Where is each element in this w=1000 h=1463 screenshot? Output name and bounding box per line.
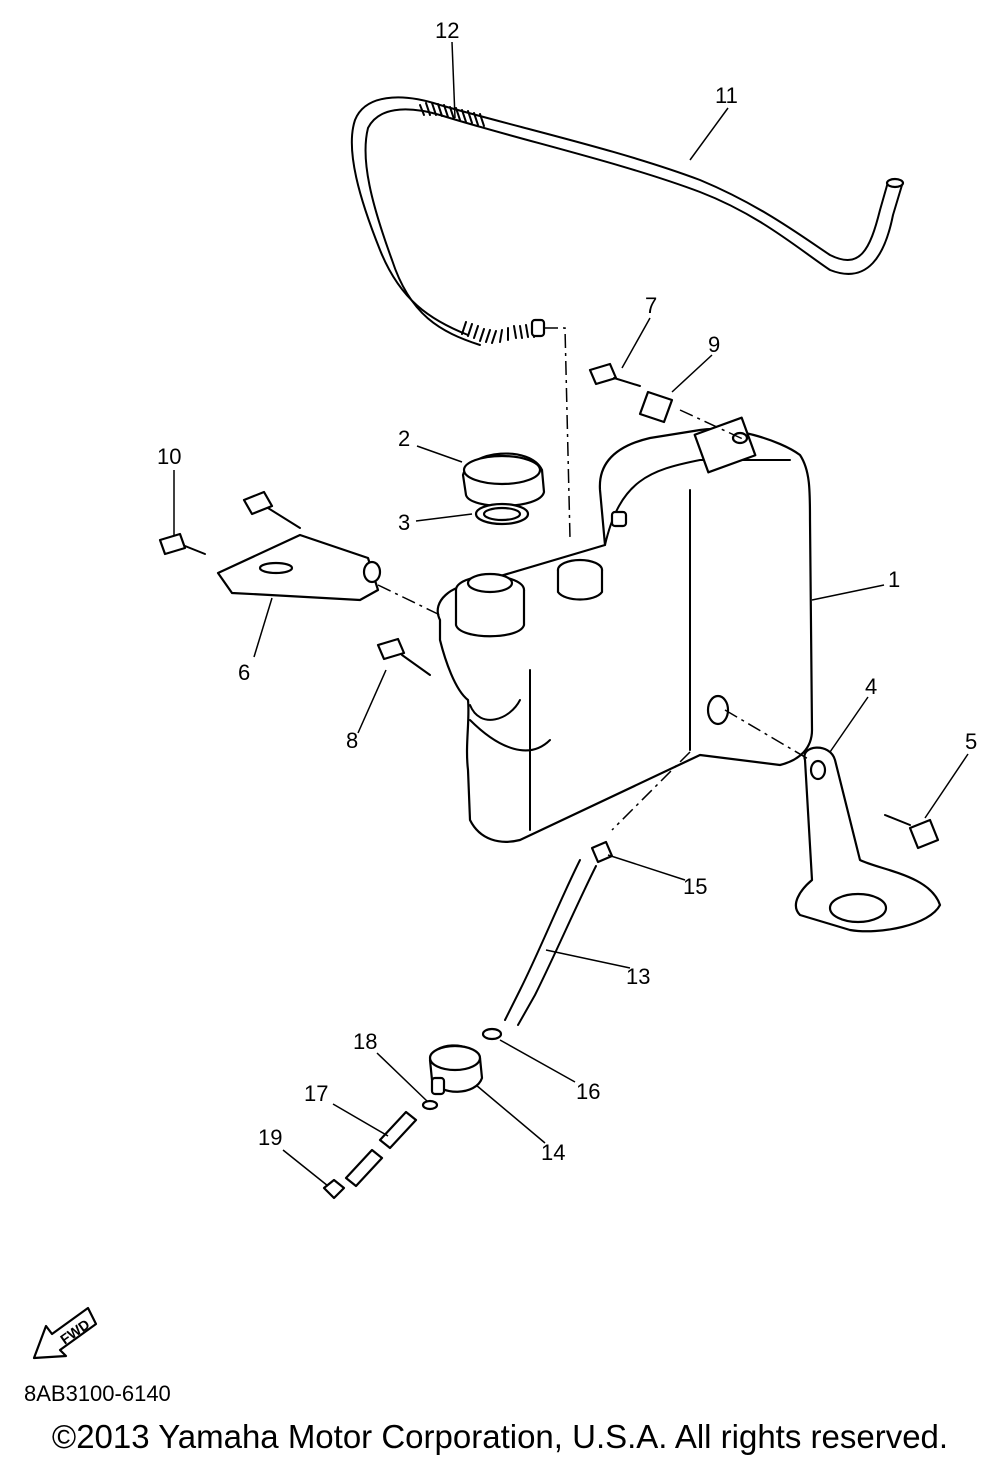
callout-6: 6 [238,660,250,685]
callout-9: 9 [708,332,720,357]
copyright-notice: ©2013 Yamaha Motor Corporation, U.S.A. A… [51,1418,949,1455]
callout-2: 2 [398,426,410,451]
alignment-lines [377,409,811,831]
tank-cap [461,452,546,526]
callout-11: 11 [715,83,738,108]
oil-tank [436,416,814,843]
callout-1: 1 [888,567,900,592]
callout-12: 12 [435,18,459,43]
callout-labels: 12 11 7 9 2 10 3 1 6 4 8 5 15 13 18 16 1… [157,18,977,1165]
fwd-arrow-icon: FWD [32,1306,98,1360]
vent-hose [350,96,905,539]
callout-17: 17 [304,1081,328,1106]
lower-hose-assembly [322,840,614,1200]
bracket-left [158,362,674,676]
part-code: 8AB3100-6140 [24,1381,171,1406]
callout-19: 19 [258,1125,282,1150]
callout-16: 16 [576,1079,600,1104]
callout-14: 14 [541,1140,565,1165]
callout-8: 8 [346,728,358,753]
callout-3: 3 [398,510,410,535]
callout-5: 5 [965,729,977,754]
callout-13: 13 [626,964,650,989]
bracket-right [794,746,942,933]
leader-lines [173,41,969,1187]
callout-18: 18 [353,1029,377,1054]
callout-15: 15 [683,874,707,899]
callout-4: 4 [865,674,877,699]
callout-7: 7 [645,293,657,318]
callout-10: 10 [157,444,181,469]
